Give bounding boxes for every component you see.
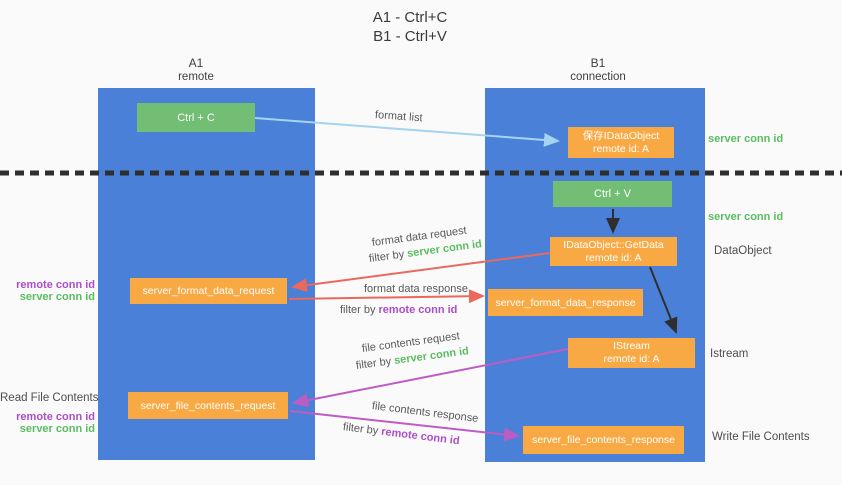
getdata-line2: remote id: A — [585, 251, 642, 264]
server-conn-id-note-top: server conn id — [708, 133, 784, 145]
lane-header-a1: A1 remote — [136, 56, 256, 84]
remote-conn-id-text: remote conn id — [380, 425, 461, 448]
save-idataobject-line1: 保存IDataObject — [582, 129, 660, 142]
save-idataobject-node: 保存IDataObject remote id: A — [568, 127, 674, 158]
server-conn-id-note-left-1: server conn id — [19, 291, 95, 303]
save-idataobject-line2: remote id: A — [592, 142, 650, 155]
filter-by-remote-conn-id-label-2: filter by remote conn id — [342, 421, 460, 447]
lane-a1-subtitle: remote — [178, 71, 214, 83]
istream-note: Istream — [710, 348, 749, 360]
istream-node: IStream remote id: A — [568, 338, 695, 368]
lane-b1-name: B1 — [590, 56, 606, 70]
lane-header-b1: B1 connection — [538, 56, 658, 84]
filter-by-text: filter by — [342, 421, 379, 438]
lane-b1-subtitle: connection — [570, 71, 626, 83]
server-conn-id-note-left-2: server conn id — [19, 423, 95, 435]
filter-by-text: filter by — [368, 248, 405, 265]
format-data-response-label: format data response — [364, 283, 468, 295]
diagram-title: A1 - Ctrl+C B1 - Ctrl+V — [330, 8, 490, 46]
file-contents-response-label: file contents response — [371, 400, 479, 425]
server-file-contents-request-node: server_file_contents_request — [128, 392, 288, 419]
write-file-contents-note: Write File Contents — [712, 431, 810, 443]
getdata-line1: IDataObject::GetData — [563, 238, 664, 251]
ctrl-v-node: Ctrl + V — [553, 181, 672, 207]
server-file-contents-response-node: server_file_contents_response — [523, 426, 684, 454]
lane-a1-name: A1 — [188, 56, 204, 70]
filter-by-remote-conn-id-label-1: filter by remote conn id — [340, 304, 457, 316]
server-format-data-response-node: server_format_data_response — [488, 289, 643, 316]
title-line-1: A1 - Ctrl+C — [372, 9, 448, 26]
remote-conn-id-note-left-2: remote conn id — [16, 411, 95, 423]
istream-line2: remote id: A — [603, 353, 660, 365]
server-conn-id-note-mid: server conn id — [708, 211, 784, 223]
filter-by-text: filter by — [340, 304, 376, 316]
read-file-contents-note: Read File Contents — [0, 392, 99, 404]
ctrl-c-node: Ctrl + C — [137, 103, 255, 132]
filter-by-text: filter by — [355, 355, 392, 372]
server-format-data-request-node: server_format_data_request — [130, 278, 287, 304]
format-data-response-arrow — [288, 289, 485, 304]
idataobject-getdata-node: IDataObject::GetData remote id: A — [550, 237, 677, 266]
title-line-2: B1 - Ctrl+V — [373, 28, 447, 45]
istream-line1: IStream — [613, 340, 650, 352]
remote-conn-id-text: remote conn id — [378, 304, 458, 316]
format-list-label: format list — [374, 109, 423, 125]
dataobject-note: DataObject — [714, 245, 772, 257]
remote-conn-id-note-left-1: remote conn id — [16, 279, 95, 291]
